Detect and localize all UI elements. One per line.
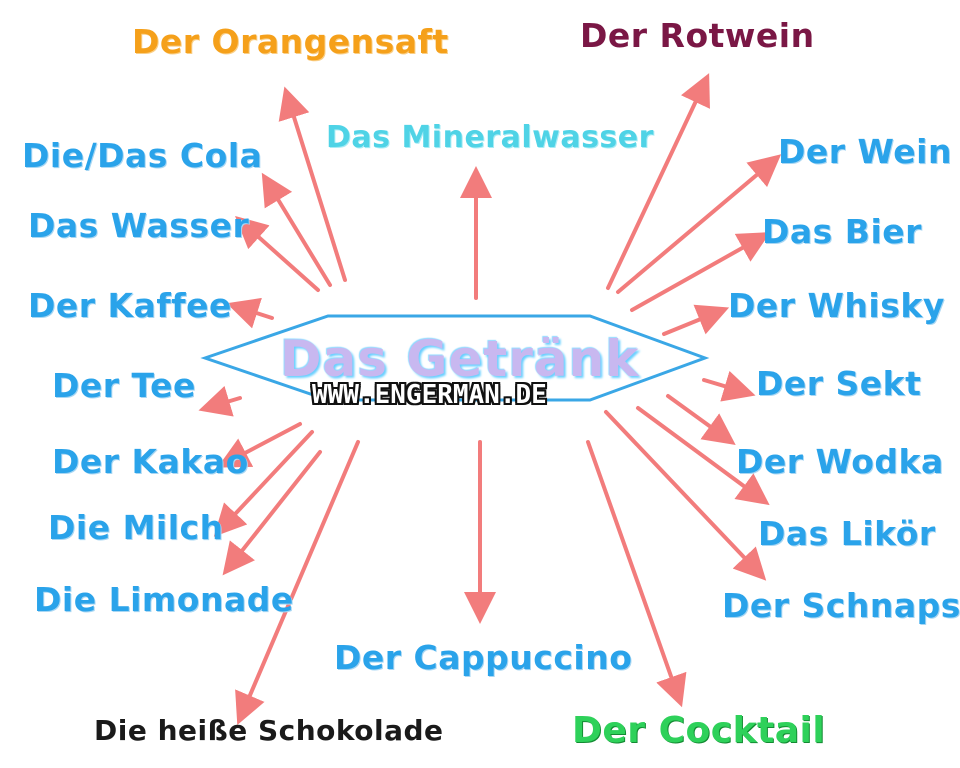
- word-tee: Der Tee: [52, 366, 196, 405]
- arrow-to-sekt: [702, 370, 756, 402]
- word-wein: Der Wein: [778, 132, 952, 171]
- word-orangensaft: Der Orangensaft: [132, 22, 449, 61]
- arrow-to-kaffee: [226, 297, 274, 329]
- word-mineralwasser: Das Mineralwasser: [326, 120, 654, 155]
- word-wodka: Der Wodka: [736, 442, 944, 481]
- arrow-to-kakao: [217, 422, 302, 468]
- arrow-to-whisky: [662, 304, 730, 336]
- word-kakao: Der Kakao: [52, 442, 249, 481]
- arrow-to-cola: [261, 172, 332, 287]
- arrow-to-tee: [198, 385, 242, 417]
- word-milch: Die Milch: [48, 508, 224, 547]
- word-schokolade: Die heiße Schokolade: [94, 714, 444, 747]
- arrow-to-rotwein: [606, 73, 710, 290]
- arrow-to-wein: [616, 154, 782, 294]
- arrow-to-orangensaft: [278, 86, 347, 282]
- arrow-to-milch: [213, 430, 314, 537]
- word-schnaps: Der Schnaps: [722, 586, 960, 625]
- word-whisky: Der Whisky: [728, 286, 945, 325]
- word-cappuccino: Der Cappuccino: [334, 638, 633, 677]
- center-hexagon: [200, 314, 710, 402]
- center-title: Das Getränk: [280, 330, 640, 388]
- arrow-to-bier: [630, 232, 771, 312]
- word-cola: Die/Das Cola: [22, 136, 263, 175]
- word-kaffee: Der Kaffee: [28, 286, 232, 325]
- arrow-to-likoer: [636, 406, 770, 506]
- arrow-to-wasser: [235, 216, 320, 292]
- arrow-to-limonade: [222, 450, 322, 576]
- arrow-group: [198, 73, 782, 726]
- word-bier: Das Bier: [762, 212, 922, 251]
- word-cocktail: Der Cocktail: [572, 710, 826, 751]
- arrow-to-cocktail: [586, 440, 687, 708]
- word-limonade: Die Limonade: [34, 580, 294, 619]
- word-rotwein: Der Rotwein: [580, 16, 815, 55]
- arrow-to-wodka: [666, 394, 736, 446]
- word-wasser: Das Wasser: [28, 206, 250, 245]
- arrow-to-schnaps: [604, 410, 767, 581]
- watermark: WWW.ENGERMAN.DE: [312, 380, 547, 410]
- arrow-to-schokolade: [235, 440, 360, 726]
- word-sekt: Der Sekt: [756, 364, 922, 403]
- word-likoer: Das Likör: [758, 514, 936, 553]
